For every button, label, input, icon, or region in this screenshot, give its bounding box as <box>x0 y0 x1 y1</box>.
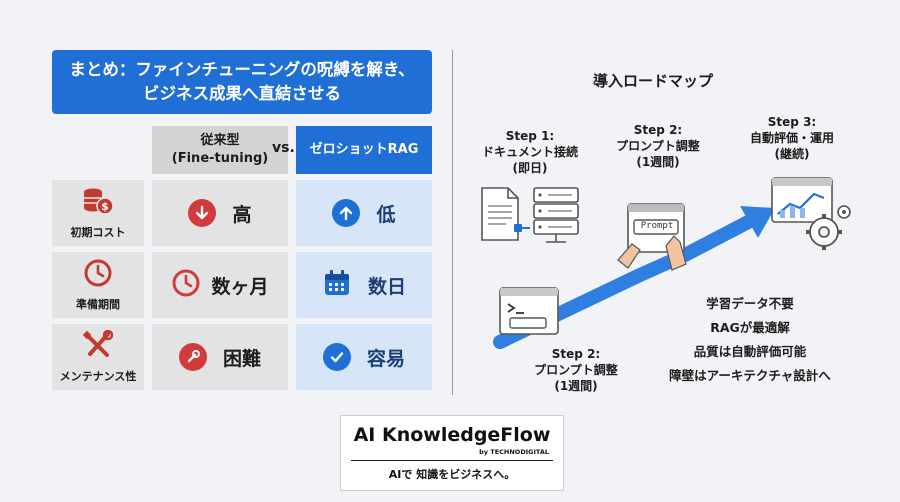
note-item: 学習データ不要 <box>706 296 794 311</box>
step-duration: (1週間) <box>636 155 680 169</box>
prompt-window-hands-icon <box>617 203 687 271</box>
step-heading: Step 2: <box>633 123 683 137</box>
roadmap-step-1: Step 1: ドキュメント接続 (即日) <box>470 128 590 176</box>
document-server-icon <box>481 187 579 243</box>
row-label-maintainability: メンテナンス性 <box>52 324 144 390</box>
brand-byline: by TECHNODIGITAL <box>479 448 549 456</box>
rag-value: 低 <box>376 203 396 226</box>
banner-line-1: まとめ：ファインチューニングの呪縛を解き、 <box>69 60 415 79</box>
check-icon <box>322 343 351 371</box>
clock-icon <box>83 258 113 292</box>
rag-cell-initial-cost: 低 <box>296 180 432 246</box>
row-label-prep-period: 準備期間 <box>52 252 144 318</box>
traditional-header-line-1: 従来型 <box>200 133 240 148</box>
row-label-text: 準備期間 <box>76 298 120 311</box>
roadmap-arrow <box>493 206 775 349</box>
traditional-cell-initial-cost: 高 <box>152 180 288 246</box>
traditional-value: 高 <box>232 203 252 226</box>
traditional-header-line-2: (Fine-tuning) <box>171 151 269 166</box>
banner-line-2: ビジネス成果へ直結させる <box>143 84 341 103</box>
roadmap-step-3: Step 3: 自動評価・運用 (継続) <box>732 114 852 162</box>
roadmap-step-2-repeat: Step 2: プロンプト調整 (1週間) <box>516 346 636 394</box>
rag-cell-maintainability: 容易 <box>296 324 432 390</box>
calendar-icon <box>322 268 352 303</box>
step-title: ドキュメント接続 <box>481 145 578 159</box>
step-heading: Step 3: <box>767 115 817 129</box>
note-item: 障壁はアーキテクチャ設計へ <box>669 368 831 383</box>
clock-icon <box>171 268 201 303</box>
step-duration: (1週間) <box>554 379 598 393</box>
traditional-cell-prep-period: 数ヶ月 <box>152 252 288 318</box>
traditional-value: 数ヶ月 <box>211 275 269 298</box>
step-title: 自動評価・運用 <box>749 131 834 145</box>
prompt-box-label: Prompt <box>640 221 674 231</box>
row-label-text: メンテナンス性 <box>59 370 137 383</box>
terminal-icon <box>499 287 559 335</box>
wrench-icon <box>178 343 207 371</box>
section-divider <box>452 50 453 395</box>
step-title: プロンプト調整 <box>616 139 700 153</box>
dashboard-gear-icon <box>771 177 851 250</box>
step-duration: (継続) <box>774 147 810 161</box>
note-item: RAGが最適解 <box>710 320 790 335</box>
row-label-text: 初期コスト <box>70 226 126 239</box>
brand-rule <box>351 460 553 461</box>
coins-dollar-icon: $ <box>81 186 115 220</box>
roadmap-title: 導入ロードマップ <box>592 72 713 90</box>
rag-cell-prep-period: 数日 <box>296 252 432 318</box>
tools-icon <box>82 329 114 364</box>
rag-header-text: ゼロショットRAG <box>309 142 419 157</box>
roadmap-step-2: Step 2: プロンプト調整 (1週間) <box>598 122 718 170</box>
step-title: プロンプト調整 <box>534 363 618 377</box>
rag-value: 数日 <box>367 275 406 298</box>
note-item: 品質は自動評価可能 <box>693 344 807 359</box>
svg-text:$: $ <box>101 200 109 213</box>
row-label-initial-cost: $ 初期コスト <box>52 180 144 246</box>
rag-value: 容易 <box>366 347 405 370</box>
summary-banner: まとめ：ファインチューニングの呪縛を解き、 ビジネス成果へ直結させる <box>52 50 432 114</box>
traditional-value: 困難 <box>222 347 261 370</box>
rag-header: ゼロショットRAG <box>296 126 432 174</box>
step-heading: Step 2: <box>551 347 601 361</box>
vs-label: vs. <box>272 140 295 156</box>
step-heading: Step 1: <box>505 129 555 143</box>
brand-name: AI KnowledgeFlow <box>353 424 551 446</box>
arrow-up-icon <box>332 199 361 227</box>
arrow-down-icon <box>188 199 217 227</box>
step-duration: (即日) <box>512 161 548 175</box>
traditional-header: 従来型 (Fine-tuning) <box>152 126 288 174</box>
brand-tagline: AIで 知識をビジネスへ。 <box>388 468 516 481</box>
traditional-cell-maintainability: 困難 <box>152 324 288 390</box>
brand-box: AI KnowledgeFlow by TECHNODIGITAL AIで 知識… <box>340 415 564 491</box>
roadmap-notes: 学習データ不要 RAGが最適解 品質は自動評価可能 障壁はアーキテクチャ設計へ <box>660 292 840 388</box>
